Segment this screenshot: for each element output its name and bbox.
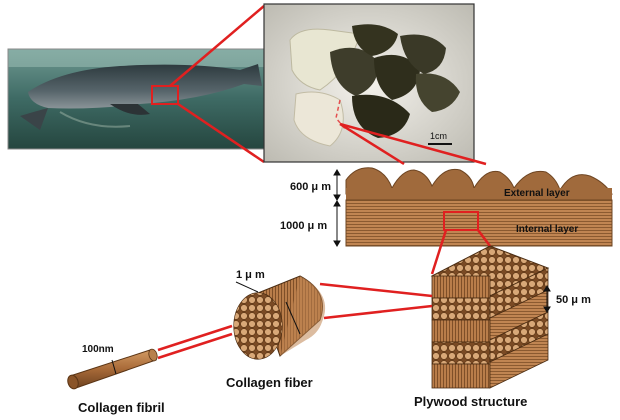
zoom-lines-plywood-to-fiber — [319, 282, 433, 320]
zoom-lines-photo-to-section — [339, 122, 487, 166]
scale-photo: 1cm — [263, 3, 475, 163]
fibril-diameter-label: 100nm — [82, 344, 114, 355]
fish-photo — [7, 48, 265, 150]
collagen-fibril — [67, 348, 158, 390]
plywood-scale-label: 50 μ m — [556, 294, 591, 306]
zoom-lines-fish-to-scale — [169, 5, 265, 164]
zoom-lines-section-to-plywood — [430, 229, 491, 275]
zoom-lines-fiber-to-fibril — [157, 324, 233, 360]
internal-layer-label: Internal layer — [516, 224, 578, 235]
external-layer-label: External layer — [504, 188, 570, 199]
fish-highlight-box — [151, 85, 179, 105]
collagen-fiber — [233, 275, 326, 360]
collagen-fibril-caption: Collagen fibril — [78, 400, 165, 415]
fiber-diameter-arrow — [235, 281, 259, 293]
internal-thickness-label: 1000 μ m — [280, 220, 327, 232]
fiber-diameter-label: 1 μ m — [236, 269, 265, 281]
external-thickness-label: 600 μ m — [290, 181, 331, 193]
photo-scale-label: 1cm — [430, 131, 447, 141]
plywood-block — [430, 245, 550, 389]
scale-cross-section: External layer Internal layer — [345, 167, 613, 247]
plywood-structure-caption: Plywood structure — [414, 394, 527, 409]
collagen-fiber-caption: Collagen fiber — [226, 375, 313, 390]
thickness-arrows — [333, 169, 341, 247]
external-layer — [346, 188, 612, 200]
section-highlight-box — [443, 211, 479, 231]
plywood-scale-arrow — [543, 285, 551, 313]
